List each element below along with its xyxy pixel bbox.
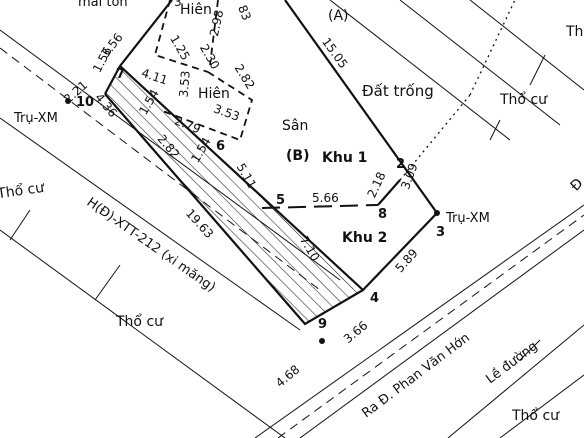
point-numbers: 2 3 4 5 6 7 8 9 10 — [76, 67, 445, 332]
label-concrete-post-right: Trụ-XM — [445, 211, 490, 226]
label-porch-upper: Hiên — [180, 2, 212, 18]
dim-3: 3 — [174, 0, 182, 9]
label-residential-1: Thổ cư — [499, 91, 548, 108]
point-9: 9 — [318, 317, 327, 332]
label-empty-land: Đất trống — [362, 82, 434, 100]
point-2: 2 — [396, 157, 405, 172]
dim-5-66: 5.66 — [312, 191, 339, 205]
label-block-a: (A) — [328, 8, 349, 24]
label-road-name: Ra Đ. Phan Văn Hớn — [359, 330, 472, 421]
dim-2-82-right: 2.82 — [232, 62, 258, 92]
dim-2-98: 2.98 — [207, 9, 226, 38]
point-7: 7 — [116, 67, 125, 82]
dim-3-66: 3.66 — [341, 318, 370, 346]
label-residential-4: Thổ cư — [511, 407, 560, 424]
zone-divider — [261, 204, 379, 209]
label-porch-lower: Hiên — [198, 86, 230, 102]
plot-boundary — [104, 0, 439, 326]
dim-83: 83 — [235, 3, 254, 22]
label-zone-2: Khu 2 — [342, 230, 387, 246]
dim-3-53-a: 3.53 — [177, 70, 193, 98]
house-outlines — [153, 0, 254, 142]
label-sidewalk: Lề đường — [483, 339, 540, 387]
point-5: 5 — [276, 193, 285, 208]
point-3: 3 — [436, 225, 445, 240]
label-residential-3: Thổ cư — [115, 313, 164, 330]
point-10: 10 — [76, 95, 94, 110]
label-concrete-post-left: Trụ-XM — [13, 111, 58, 126]
point-4: 4 — [370, 291, 379, 306]
label-residential-2: Thổ cư — [0, 179, 46, 203]
label-porch-partial: mái tôn — [78, 0, 128, 10]
point-8: 8 — [378, 207, 387, 222]
label-block-b: (B) — [286, 148, 309, 164]
hatched-strip — [105, 66, 363, 324]
dim-1-25: 1.25 — [167, 33, 192, 63]
label-zone-1: Khu 1 — [322, 150, 367, 166]
dim-4-11: 4.11 — [140, 66, 170, 88]
label-top-right-partial: Th — [565, 24, 583, 40]
label-yard: Sân — [282, 118, 308, 134]
dim-4-68: 4.68 — [273, 362, 302, 390]
dotted-lines — [399, 0, 516, 181]
dim-2-18: 2.18 — [365, 170, 389, 200]
dim-3-53-b: 3.53 — [212, 102, 242, 124]
dim-2-30: 2.30 — [197, 42, 222, 72]
point-9-marker — [319, 338, 325, 344]
point-6: 6 — [216, 139, 225, 154]
label-right-partial: Đ — [568, 175, 584, 194]
dim-5-89: 5.89 — [392, 246, 420, 275]
map-labels: (A) (B) Khu 1 Khu 2 Đất trống Sân Hiên H… — [0, 0, 584, 424]
point-3-marker — [434, 210, 440, 216]
point-10-marker — [65, 98, 71, 104]
survey-points — [65, 98, 440, 344]
